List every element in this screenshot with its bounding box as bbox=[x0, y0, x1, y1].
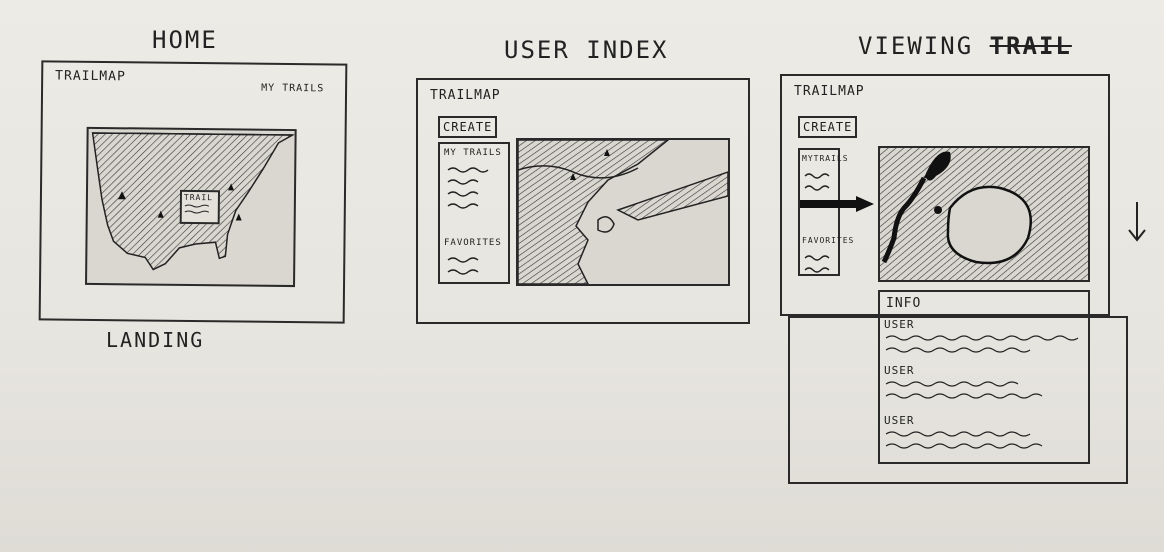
viewing-favorites-scribble bbox=[804, 255, 830, 273]
sidebar-favorites-heading: FAVORITES bbox=[444, 238, 502, 248]
sidebar-my-trails-heading: MY TRAILS bbox=[444, 148, 502, 158]
trail-popup-text-lines bbox=[184, 204, 210, 214]
arrow-right-icon bbox=[800, 196, 874, 212]
info-panel-header: INFO bbox=[878, 290, 1090, 318]
viewing-trail-map[interactable] bbox=[878, 146, 1090, 282]
below-fold-frame: USER USER USER bbox=[788, 316, 1128, 484]
user-index-create-button[interactable]: CREATE bbox=[438, 116, 498, 138]
home-subcaption: LANDING bbox=[106, 328, 205, 352]
user-comment-label-1: USER bbox=[884, 318, 915, 331]
viewing-sidebar-my-trails-heading: MYTRAILS bbox=[802, 154, 849, 163]
viewing-my-trails-scribble bbox=[804, 173, 830, 191]
favorites-list-scribble bbox=[447, 257, 479, 275]
scroll-down-arrow-icon bbox=[1128, 202, 1146, 242]
user-index-caption: USER INDEX bbox=[504, 36, 669, 64]
info-panel-body: USER USER USER bbox=[878, 316, 1090, 464]
user-comment-text-2 bbox=[885, 381, 1043, 399]
user-index-screen-frame: TRAILMAP CREATE MY TRAILS FAVORITES bbox=[416, 78, 750, 324]
user-comment-label-2: USER bbox=[884, 364, 915, 377]
viewing-trail-create-button[interactable]: CREATE bbox=[798, 116, 858, 138]
viewing-trail-sidebar: MYTRAILS FAVORITES bbox=[798, 148, 853, 276]
terrain-map-drawing bbox=[518, 140, 728, 284]
home-screen-frame: TRAILMAP MY TRAILS TRAIL bbox=[38, 60, 348, 324]
viewing-sidebar-favorites-heading: FAVORITES bbox=[802, 236, 855, 245]
home-us-map[interactable]: TRAIL bbox=[85, 126, 297, 288]
user-comment-text-1 bbox=[885, 335, 1079, 353]
home-caption: HOME bbox=[152, 26, 218, 54]
trail-popup-label: TRAIL bbox=[183, 192, 214, 203]
viewing-caption-prefix: VIEWING bbox=[858, 32, 974, 60]
viewing-trail-caption: VIEWING TRAIL bbox=[858, 32, 1072, 60]
home-my-trails-link[interactable]: MY TRAILS bbox=[261, 82, 325, 95]
viewing-trail-screen-frame: TRAILMAP CREATE MYTRAILS FAVORITES bbox=[780, 74, 1110, 318]
user-index-sidebar: MY TRAILS FAVORITES bbox=[438, 142, 510, 284]
viewing-caption-struck-word: TRAIL bbox=[989, 32, 1072, 60]
my-trails-list-scribble bbox=[447, 167, 489, 209]
user-comment-label-3: USER bbox=[884, 414, 915, 427]
info-heading: INFO bbox=[886, 296, 922, 311]
user-comment-text-3 bbox=[885, 431, 1043, 449]
home-trail-popup[interactable]: TRAIL bbox=[179, 189, 221, 225]
home-logo[interactable]: TRAILMAP bbox=[55, 68, 126, 85]
trail-detail-map-drawing bbox=[880, 148, 1088, 280]
user-index-logo[interactable]: TRAILMAP bbox=[430, 88, 501, 103]
viewing-trail-logo[interactable]: TRAILMAP bbox=[794, 84, 865, 99]
user-index-map[interactable] bbox=[516, 138, 730, 286]
